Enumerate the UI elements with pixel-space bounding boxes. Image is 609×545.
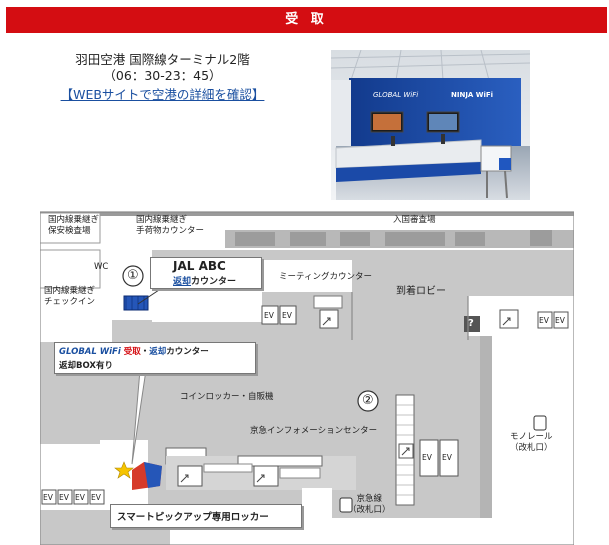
photo-brand-right: NINJA WiFi: [451, 91, 493, 99]
ev-label: EV: [442, 453, 452, 462]
section-header: 受 取: [6, 7, 607, 33]
label-keikyu-info: 京急インフォメーションセンター: [250, 426, 378, 436]
photo-brand-left: GLOBAL WiFi: [373, 91, 418, 99]
ev-label: EV: [91, 493, 101, 502]
label-domestic-checkin: 国内線乗継ぎ チェックイン: [44, 286, 96, 307]
ev-label: EV: [43, 493, 53, 502]
location-info: 羽田空港 国際線ターミナル2階 （06：30-23：45） 【WEBサイトで空港…: [40, 52, 285, 103]
ev-label: EV: [59, 493, 69, 502]
marker-2: ②: [362, 393, 374, 408]
marker-1: ①: [127, 268, 139, 283]
jal-abc-title: JAL ABC: [173, 259, 226, 273]
global-wifi-callout: GLOBAL WiFi 受取・返却カウンター 返却BOX有り: [54, 342, 256, 374]
opening-hours: （06：30-23：45）: [103, 68, 222, 83]
jal-counter-word: カウンター: [191, 277, 237, 287]
label-arrival-lobby: 到着ロビー: [396, 286, 446, 297]
locker-callout-text: スマートピックアップ専用ロッカー: [117, 512, 269, 523]
label-meeting-counter: ミーティングカウンター: [279, 272, 372, 282]
label-immigration: 入国審査場: [393, 215, 436, 225]
label-coin-locker: コインロッカー・自販機: [180, 392, 274, 402]
global-counter-word: カウンター: [166, 347, 209, 357]
separator-dot: ・: [140, 347, 150, 357]
ev-label: EV: [75, 493, 85, 502]
airport-details-link[interactable]: 【WEBサイトで空港の詳細を確認】: [60, 87, 265, 102]
return-box-note: 返却BOX有り: [59, 361, 113, 371]
label-wc: WC: [94, 262, 109, 272]
label-domestic-baggage: 国内線乗継ぎ 手荷物カウンター: [136, 215, 205, 236]
global-wifi-logo: GLOBAL WiFi: [59, 347, 121, 357]
jal-return-word: 返却: [173, 277, 192, 287]
jal-abc-callout: JAL ABC 返却カウンター: [150, 257, 262, 289]
label-keikyu-line: 京急線 （改札口）: [348, 494, 391, 515]
label-monorail: モノレール （改札口）: [510, 432, 553, 453]
pickup-star-icon: [114, 461, 134, 479]
ev-label: EV: [264, 311, 274, 320]
ev-label: EV: [422, 453, 432, 462]
ev-label: EV: [539, 316, 549, 325]
pickup-word: 受取: [123, 347, 141, 357]
terminal-map: 国内線乗継ぎ 保安検査場 国内線乗継ぎ 手荷物カウンター 入国審査場 WC 国内…: [40, 200, 574, 545]
global-return-word: 返却: [149, 347, 167, 357]
smart-pickup-locker-callout: スマートピックアップ専用ロッカー: [110, 504, 302, 528]
counter-photo: GLOBAL WiFi NINJA WiFi: [331, 50, 530, 200]
info-question-icon: ?: [468, 318, 474, 329]
location-name: 羽田空港 国際線ターミナル2階: [75, 52, 250, 67]
ev-label: EV: [282, 311, 292, 320]
label-domestic-security: 国内線乗継ぎ 保安検査場: [48, 215, 100, 236]
ev-label: EV: [555, 316, 565, 325]
